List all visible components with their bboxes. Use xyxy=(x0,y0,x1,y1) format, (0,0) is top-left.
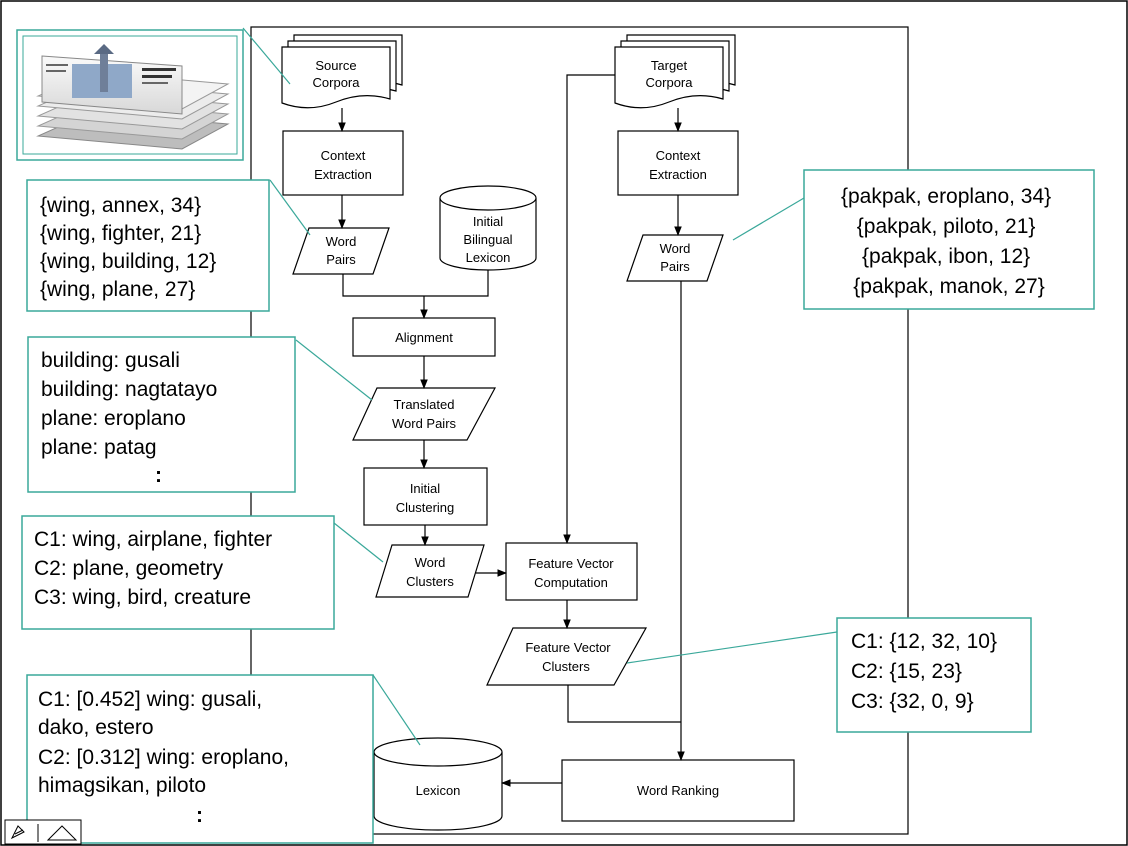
callout-source-pairs-line1: {wing, annex, 34} xyxy=(40,194,201,217)
callout-lexicon-line1: C1: [0.452] wing: gusali, xyxy=(38,688,262,711)
initial-clustering-line1: Initial xyxy=(410,481,440,496)
callout-translations-line3: plane: eroplano xyxy=(41,407,186,430)
callout-translations-line2: building: nagtatayo xyxy=(41,378,217,401)
svg-text:C1: [0.452] wing: gusali,: C1: [0.452] wing: gusali, dako, estero C… xyxy=(38,688,295,827)
feature-vector-computation-line2: Computation xyxy=(534,575,608,590)
callout-lexicon-line5: : xyxy=(196,804,203,827)
word-ranking-label: Word Ranking xyxy=(637,783,719,798)
callout-target-pairs: {pakpak, eroplano, 34} {pakpak, piloto, … xyxy=(803,169,1095,310)
alignment-label: Alignment xyxy=(395,330,453,345)
context-extraction-right-line1: Context xyxy=(656,148,701,163)
callout-source-pairs-line2: {wing, fighter, 21} xyxy=(40,222,201,245)
svg-text:C1: {12, 32, 10} C2: {15: C1: {12, 32, 10} C2: {15, 23} C3: {32, 0… xyxy=(851,630,1003,713)
callout-lexicon-line3: C2: [0.312] wing: eroplano, xyxy=(38,746,289,769)
callout-lexicon-entries: C1: [0.452] wing: gusali, dako, estero C… xyxy=(26,674,374,844)
svg-text:{wing, annex, 34} {wing,: {wing, annex, 34} {wing, fighter, 21} {w… xyxy=(40,194,222,301)
target-corpora-line1: Target xyxy=(651,58,688,73)
callout-source-pairs-line4: {wing, plane, 27} xyxy=(40,278,195,301)
flow-arrows xyxy=(338,74,685,787)
callout-target-pairs-line3: {pakpak, ibon, 12} xyxy=(862,245,1030,268)
callout-vectors-line3: C3: {32, 0, 9} xyxy=(851,690,974,713)
callout-translations-line4: plane: patag xyxy=(41,436,157,459)
callout-vectors: C1: {12, 32, 10} C2: {15, 23} C3: {32, 0… xyxy=(836,617,1032,733)
word-pairs-right-line2: Pairs xyxy=(660,259,690,274)
translated-pairs-line2: Word Pairs xyxy=(392,416,457,431)
callout-vectors-line2: C2: {15, 23} xyxy=(851,660,962,683)
svg-text:C1: wing, airplane, fighter: C1: wing, airplane, fighter C2: plane, g… xyxy=(34,528,278,609)
lexicon-node: Lexicon xyxy=(373,737,503,831)
svg-text:{pakpak, eroplano, 34} {: {pakpak, eroplano, 34} {pakpak, piloto, … xyxy=(841,185,1057,298)
context-extraction-left-line1: Context xyxy=(321,148,366,163)
callout-source-pairs: {wing, annex, 34} {wing, fighter, 21} {w… xyxy=(26,179,270,312)
callout-clusters: C1: wing, airplane, fighter C2: plane, g… xyxy=(21,515,335,630)
callout-connectors xyxy=(242,27,838,746)
svg-text:building: gusali buildin: building: gusali building: nagtatayo pla… xyxy=(41,349,223,487)
newspaper-image xyxy=(16,29,244,161)
feature-vector-computation-line1: Feature Vector xyxy=(528,556,614,571)
word-clusters-line2: Clusters xyxy=(406,574,454,589)
word-ranking-node: Word Ranking xyxy=(561,759,795,822)
word-pairs-left-line1: Word xyxy=(326,234,357,249)
callout-lexicon-line4: himagsikan, piloto xyxy=(38,774,206,797)
feature-vector-clusters-line2: Clusters xyxy=(542,659,590,674)
initial-lexicon-line1: Initial xyxy=(473,214,503,229)
callout-vectors-line1: C1: {12, 32, 10} xyxy=(851,630,997,653)
initial-lexicon-line3: Lexicon xyxy=(466,250,511,265)
alignment-node: Alignment xyxy=(352,317,496,357)
target-corpora-line2: Corpora xyxy=(646,75,694,90)
source-corpora-line1: Source xyxy=(315,58,356,73)
callout-clusters-line2: C2: plane, geometry xyxy=(34,557,224,580)
lexicon-label: Lexicon xyxy=(416,783,461,798)
callout-translations-line1: building: gusali xyxy=(41,349,180,372)
callout-target-pairs-line1: {pakpak, eroplano, 34} xyxy=(841,185,1051,208)
callout-translations-line5: : xyxy=(155,464,162,487)
word-pairs-right-line1: Word xyxy=(660,241,691,256)
callout-clusters-line3: C3: wing, bird, creature xyxy=(34,586,251,609)
context-extraction-right-line2: Extraction xyxy=(649,167,707,182)
callout-target-pairs-line4: {pakpak, manok, 27} xyxy=(853,275,1044,298)
callout-lexicon-line2: dako, estero xyxy=(38,716,154,739)
translated-pairs-line1: Translated xyxy=(394,397,455,412)
feature-vector-clusters-line1: Feature Vector xyxy=(525,640,611,655)
callout-target-pairs-line2: {pakpak, piloto, 21} xyxy=(857,215,1036,238)
initial-clustering-line2: Clustering xyxy=(396,500,455,515)
initial-lexicon-line2: Bilingual xyxy=(463,232,512,247)
drawing-toolbar-icon[interactable] xyxy=(4,819,82,845)
word-pairs-left-line2: Pairs xyxy=(326,252,356,267)
word-clusters-line1: Word xyxy=(415,555,446,570)
callout-clusters-line1: C1: wing, airplane, fighter xyxy=(34,528,272,551)
context-extraction-left-line2: Extraction xyxy=(314,167,372,182)
callout-translations: building: gusali building: nagtatayo pla… xyxy=(27,336,296,493)
callout-source-pairs-line3: {wing, building, 12} xyxy=(40,250,216,273)
source-corpora-line2: Corpora xyxy=(313,75,361,90)
